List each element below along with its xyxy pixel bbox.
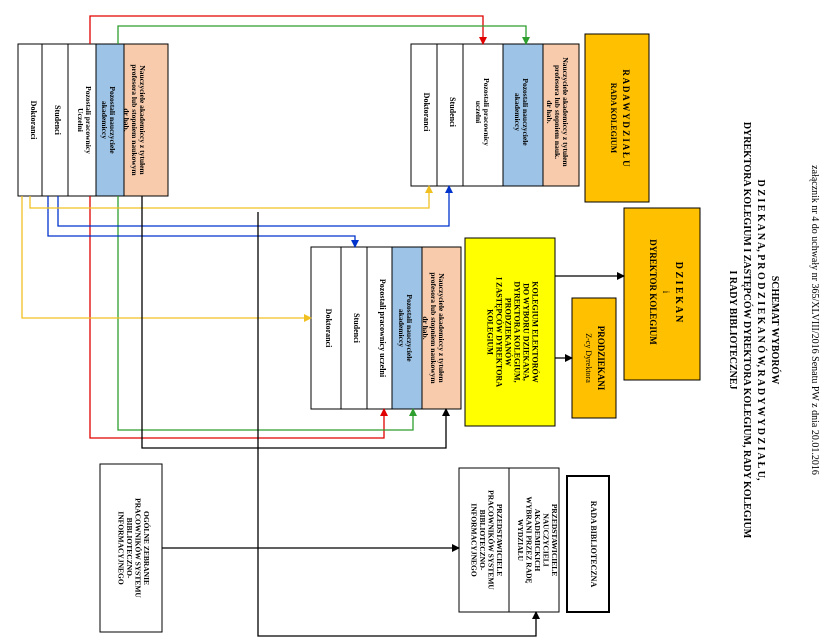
g3-studenci: Studenci — [352, 313, 361, 344]
rada-biblioteczna-title: RADA BIBLIOTECZNA — [589, 501, 598, 588]
connectors — [21, 15, 625, 637]
rada-bib-part1-line: WYBRANI PRZEZ RADĘ — [525, 496, 534, 583]
zebranie-line: PRACOWNIKÓW SYSTEMU — [133, 498, 143, 598]
g1-pozostali-na: Pozostali nauczycieleakademiccy — [100, 86, 117, 154]
connector-line — [21, 196, 312, 322]
g2-doktoranci: Doktoranci — [422, 93, 431, 132]
dziekan-and: i — [661, 291, 671, 294]
connector-line — [141, 196, 450, 449]
voter-group-left: Doktoranci Studenci Pozostali pracownicy… — [17, 43, 169, 197]
dyrektor-label: DYREKTOR KOLEGIUM — [648, 239, 658, 345]
kolegium-line: DO WYBORU DZIEKANA, — [522, 283, 531, 381]
title-block: SCHEMAT WYBORÓW D Z I E K A N A, P R O D… — [727, 122, 781, 539]
g1-studenci: Studenci — [53, 105, 62, 136]
title-line-2: D Z I E K A N A, P R O D Z I E K A N Ó W… — [755, 179, 767, 481]
connector-line — [89, 15, 487, 45]
rada-bib-part1-line: PRZEDSTAWICIELE — [550, 504, 559, 576]
kolegium-line: PRODZIEKANÓW — [504, 298, 514, 366]
connector-line — [29, 185, 433, 209]
kolegium-line: DYREKTORA KOLEGIUM, — [513, 281, 522, 382]
voter-group-right: Doktoranci Studenci Pozostali pracownicy… — [410, 43, 580, 187]
zebranie-line: OGÓLNE ZEBRANIE — [142, 511, 152, 585]
g2-pozostali-na: Pozostali nauczycieleakademiccy — [513, 78, 530, 146]
kolegium-line: KOLEGIUM — [486, 309, 495, 355]
g2-profesorowie: Nauczyciele akademiccy z tytułemprofesor… — [545, 57, 570, 167]
connector-line — [47, 196, 359, 248]
rada-bib-part1-line: WYDZIAŁU — [516, 519, 525, 562]
rada-bib-part1: PRZEDSTAWICIELENAUCZYCIELIAKADEMICKICHWY… — [516, 496, 559, 583]
title-line-3: DYREKTORA KOLEGIUM I ZASTĘPCÓW DYREKTORA… — [741, 122, 753, 539]
rada-wydzialu-label: R A D A W Y D Z I A Ł U — [621, 69, 631, 167]
prodziekani-box: PRODZIEKANI Z-cy Dyrektora — [571, 297, 617, 419]
rada-kolegium-label: RADA KOLEGIUM — [609, 83, 618, 154]
dziekan-box: D Z I E K A N i DYREKTOR KOLEGIUM — [623, 207, 701, 381]
connector-line — [57, 185, 453, 227]
kolegium-line: I ZASTĘPCÓW DYREKTORA — [495, 277, 505, 387]
dziekan-label: D Z I E K A N — [673, 262, 684, 323]
g1-profesorowie: Nauczyciele akademiccy z tytułemprofesor… — [122, 64, 147, 176]
rada-bib-part2-line: PRACOWNIKÓW SYSTEMU — [486, 490, 496, 590]
rada-wydzialu-box: R A D A W Y D Z I A Ł U RADA KOLEGIUM — [584, 33, 650, 203]
voter-group-middle: Doktoranci Studenci Pozostali pracownicy… — [310, 246, 462, 410]
title-line-4: I RADY BIBLIOTECZNEJ — [727, 270, 738, 389]
title-line-1: SCHEMAT WYBORÓW — [769, 276, 781, 385]
rada-bib-part1-line: AKADEMICKICH — [533, 509, 542, 572]
connector-line — [117, 25, 530, 45]
g1-pracownicy: Pozostali pracownicyUczelni — [76, 86, 93, 154]
rada-biblioteczna-box: RADA BIBLIOTECZNA PRZEDSTAWICIELENAUCZYC… — [458, 467, 610, 613]
g3-doktoranci: Doktoranci — [324, 309, 333, 348]
kolegium-line: KOLEGIUM ELEKTORÓW — [531, 281, 541, 382]
connector-line — [257, 212, 540, 637]
annex-note: załącznik nr 4 do uchwały nr 365/XLVIII/… — [809, 165, 820, 475]
g2-studenci: Studenci — [448, 97, 457, 128]
rada-bib-part2-line: BIBLIOTECZNO- — [478, 510, 487, 571]
connector-line — [117, 196, 417, 431]
rada-bib-part2-line: INFORMACYJNEGO — [469, 503, 478, 576]
g3-profesorowie: Nauczyciele akademiccy z tytułemprofesor… — [421, 272, 446, 384]
rada-bib-part2-line: PRZEDSTAWICIELE — [495, 504, 504, 576]
zcy-label: Z-cy Dyrektora — [584, 333, 593, 383]
g1-doktoranci: Doktoranci — [29, 101, 38, 140]
g2-pracownicy: Pozostali pracownicyuczelni — [474, 78, 491, 146]
rada-bib-part1-line: NAUCZYCIELI — [542, 513, 551, 566]
prodziekani-label: PRODZIEKANI — [596, 326, 606, 391]
connector-line — [89, 196, 388, 439]
g3-pracownicy: Pozostali pracownicy uczelni — [378, 279, 387, 378]
g3-pozostali-na: Pozostali nauczycieleakademiccy — [397, 294, 414, 362]
zebranie-line: INFORMACYJNEGO — [116, 511, 125, 584]
zebranie-line: BIBLIOTECZNO- — [125, 518, 134, 579]
